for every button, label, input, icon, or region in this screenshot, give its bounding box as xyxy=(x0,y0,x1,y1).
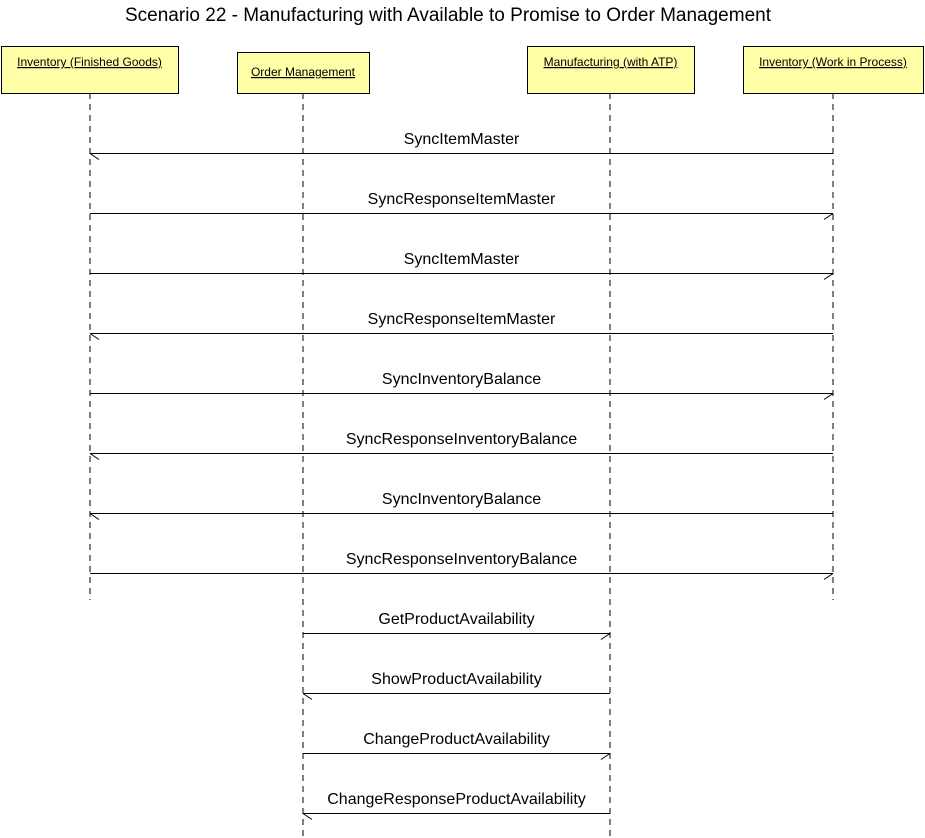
actor-label: Inventory (Finished Goods) xyxy=(17,55,162,69)
message-label: SyncItemMaster xyxy=(404,131,520,148)
message-label: ChangeResponseProductAvailability xyxy=(327,791,586,808)
actor-label: Manufacturing (with ATP) xyxy=(544,55,678,69)
arrowhead xyxy=(600,753,611,760)
arrowhead xyxy=(302,693,313,700)
messages: SyncItemMasterSyncResponseItemMasterSync… xyxy=(89,131,834,820)
message-label: SyncResponseItemMaster xyxy=(368,311,556,328)
actor-label: Order Management xyxy=(251,65,356,79)
message[interactable]: ChangeProductAvailability xyxy=(303,731,611,760)
message[interactable]: SyncInventoryBalance xyxy=(89,491,833,520)
message[interactable]: SyncItemMaster xyxy=(89,131,833,160)
actor-om[interactable]: Order Management xyxy=(237,52,370,94)
actor-box xyxy=(1,46,179,94)
message[interactable]: SyncResponseInventoryBalance xyxy=(89,431,833,460)
actor-fg[interactable]: Inventory (Finished Goods) xyxy=(1,46,179,94)
message-label: SyncInventoryBalance xyxy=(382,371,541,388)
arrowhead xyxy=(823,573,834,580)
diagram-title: Scenario 22 - Manufacturing with Availab… xyxy=(125,5,772,26)
actors: Inventory (Finished Goods) Order Manageme… xyxy=(1,46,924,94)
message[interactable]: ChangeResponseProductAvailability xyxy=(302,791,610,820)
arrowhead xyxy=(823,213,834,220)
actor-label: Inventory (Work in Process) xyxy=(759,55,907,69)
actor-box xyxy=(743,46,924,94)
actor-box xyxy=(527,46,695,94)
arrowhead xyxy=(302,813,313,820)
message[interactable]: SyncItemMaster xyxy=(90,251,834,280)
arrowhead xyxy=(89,513,100,520)
message-label: SyncResponseInventoryBalance xyxy=(346,551,577,568)
message-label: SyncResponseInventoryBalance xyxy=(346,431,577,448)
message-label: SyncResponseItemMaster xyxy=(368,191,556,208)
arrowhead xyxy=(823,393,834,400)
lifelines xyxy=(89,93,834,838)
message-label: ChangeProductAvailability xyxy=(363,731,549,748)
arrowhead xyxy=(600,633,611,640)
actor-wip[interactable]: Inventory (Work in Process) xyxy=(743,46,924,94)
message-label: ShowProductAvailability xyxy=(371,671,541,688)
message[interactable]: SyncResponseInventoryBalance xyxy=(90,551,834,580)
message-label: SyncItemMaster xyxy=(404,251,520,268)
message[interactable]: SyncResponseItemMaster xyxy=(90,191,834,220)
message[interactable]: SyncInventoryBalance xyxy=(90,371,834,400)
arrowhead xyxy=(89,333,100,340)
actor-mfg[interactable]: Manufacturing (with ATP) xyxy=(527,46,695,94)
arrowhead xyxy=(823,273,834,280)
arrowhead xyxy=(89,453,100,460)
message-label: SyncInventoryBalance xyxy=(382,491,541,508)
message[interactable]: ShowProductAvailability xyxy=(302,671,610,700)
message[interactable]: SyncResponseItemMaster xyxy=(89,311,833,340)
message-label: GetProductAvailability xyxy=(378,611,534,628)
arrowhead xyxy=(89,153,100,160)
actor-box xyxy=(237,52,370,94)
message[interactable]: GetProductAvailability xyxy=(303,611,611,640)
